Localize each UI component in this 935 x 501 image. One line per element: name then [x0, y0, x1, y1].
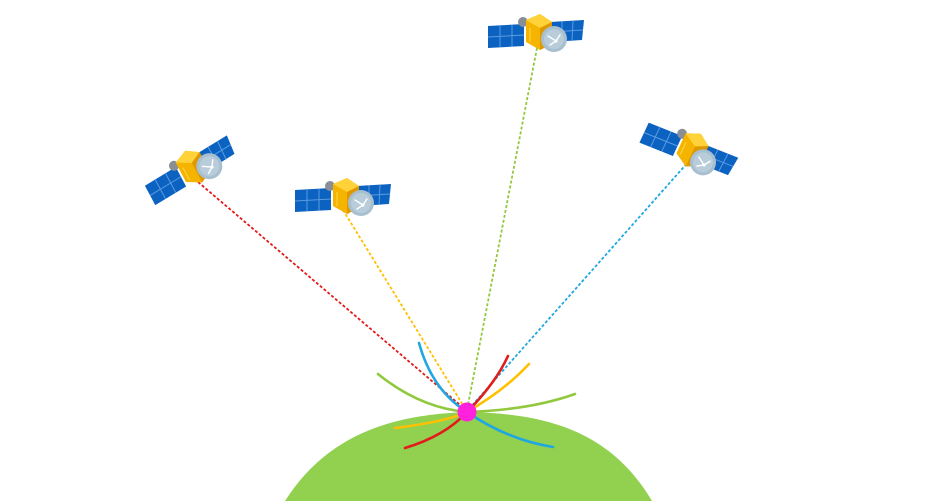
satellite-green [487, 13, 585, 53]
satellite-icon [138, 129, 243, 210]
signal-line-orange [342, 209, 467, 411]
signal-lines [197, 47, 691, 411]
satellite-blue [637, 111, 742, 188]
receiver-point-icon [457, 402, 477, 422]
signal-line-green [466, 47, 538, 411]
satellite-orange [294, 177, 392, 217]
satellite-icon [294, 177, 392, 217]
earth-surface [285, 412, 652, 501]
satellite-icon [487, 13, 585, 53]
signal-line-red [197, 181, 467, 411]
satellite-red [138, 129, 243, 210]
satellite-icon [637, 111, 742, 188]
signal-line-blue [467, 159, 691, 411]
